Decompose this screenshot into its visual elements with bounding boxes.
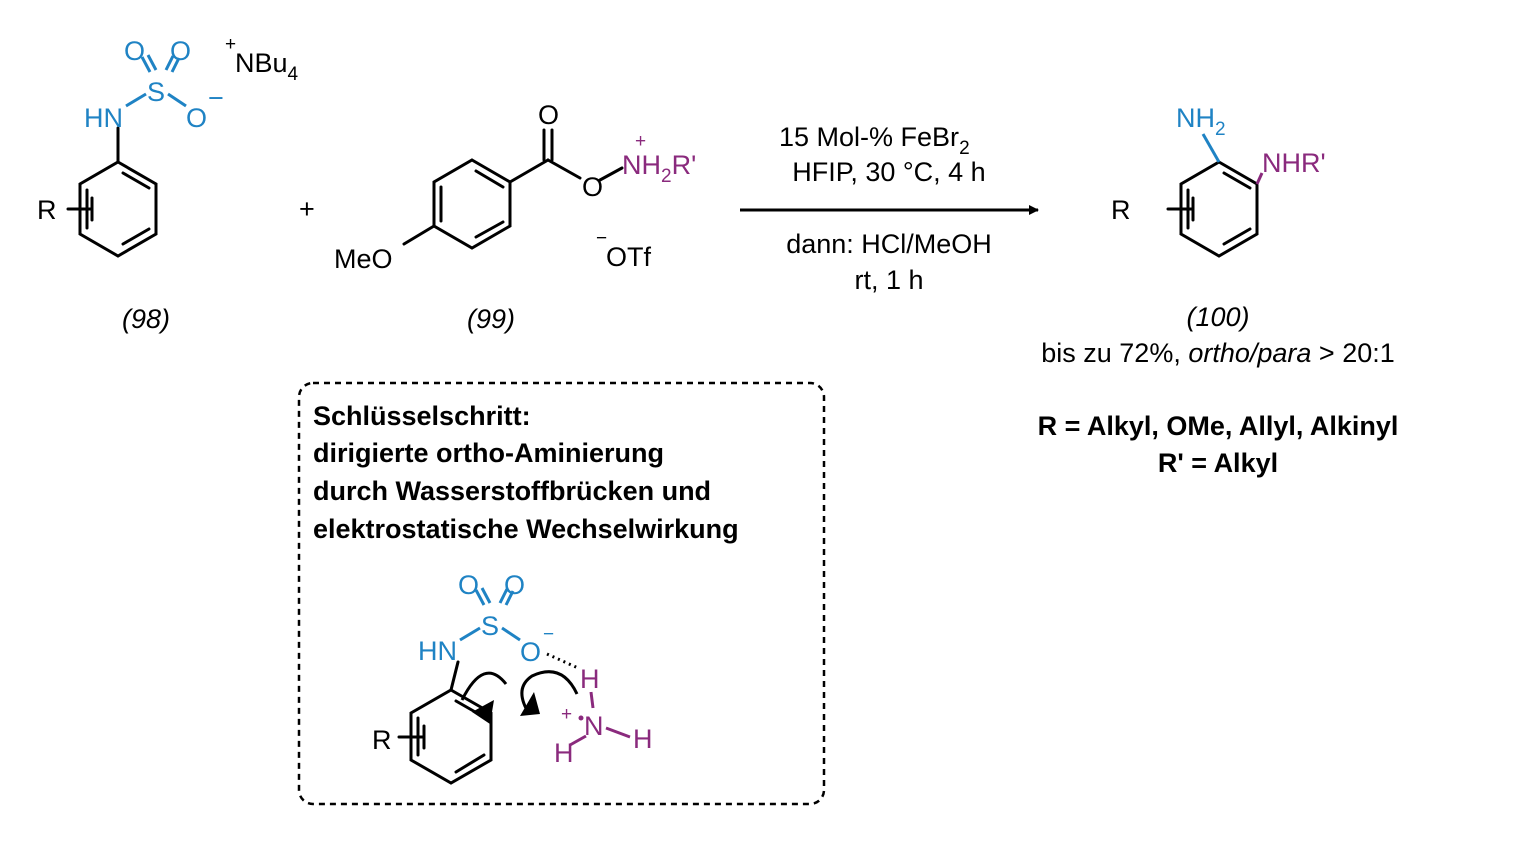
carbonyl-oxygen-99: O xyxy=(538,100,559,130)
oxygen-98-a: O xyxy=(124,36,145,66)
anion-minus-99: − xyxy=(596,228,607,249)
benzene-ring-99 xyxy=(432,158,512,250)
ester-oxygen-99: O xyxy=(582,172,603,202)
sulfur-98: S xyxy=(147,77,165,107)
ammonium-plus-99: + xyxy=(635,131,646,152)
catalyst-subscript: 2 xyxy=(959,138,970,159)
curved-arrow-2 xyxy=(520,670,579,713)
label-100: (100) xyxy=(1186,302,1249,332)
product-100: R NH2 NHR' (100) bis zu 72%, ortho/para … xyxy=(1038,103,1399,478)
methoxy-99: MeO xyxy=(334,244,393,274)
key-step-box: Schlüsselschritt: dirigierte ortho-Amini… xyxy=(297,381,826,806)
ammonium-99: NH2R' xyxy=(622,150,696,187)
nh-r-prime: R' xyxy=(672,150,697,180)
hn-box: HN xyxy=(418,636,457,666)
curved-arrow-1-head xyxy=(472,700,494,724)
curved-arrow-2-head xyxy=(520,692,540,716)
reactant-99: MeO O O + NH2R' − OTf (99) xyxy=(334,100,696,334)
h-top-box: H xyxy=(580,664,600,694)
conditions-line-2: HFIP, 30 °C, 4 h xyxy=(792,157,985,187)
conditions-line-1: 15 Mol-% FeBr2 xyxy=(779,122,970,159)
secondary-amine-100: NHR' xyxy=(1262,148,1326,178)
conditions-line-4: rt, 1 h xyxy=(854,265,923,295)
amino-100: NH2 xyxy=(1176,103,1226,140)
yield-line: bis zu 72%, ortho/para > 20:1 xyxy=(1041,338,1395,368)
nh-subscript: 2 xyxy=(661,166,672,187)
nh2-main: NH xyxy=(1176,103,1215,133)
oxygen-minus-98: − xyxy=(208,83,224,113)
catalyst: 15 Mol-% FeBr xyxy=(779,122,959,152)
benzene-ring-box xyxy=(397,688,493,785)
r-substituent-box: R xyxy=(372,725,392,755)
h-bottom-box: H xyxy=(554,738,574,768)
reactant-98: R HN S O O O − + NBu4 (98) xyxy=(37,34,299,334)
r-substituent-98: R xyxy=(37,195,57,225)
oxygen-box-a: O xyxy=(458,570,479,600)
label-99: (99) xyxy=(467,304,515,334)
oxygen-box-b: O xyxy=(504,570,525,600)
counter-cation-98: NBu4 xyxy=(235,48,299,85)
key-step-line-2: dirigierte ortho-Aminierung xyxy=(313,438,664,468)
oxygen-98-b: O xyxy=(170,36,191,66)
yield-prefix: bis zu 72%, xyxy=(1041,338,1188,368)
reaction-conditions: 15 Mol-% FeBr2 HFIP, 30 °C, 4 h dann: HC… xyxy=(740,122,1039,295)
yield-regioselectivity: ortho/para xyxy=(1188,338,1311,368)
benzene-ring-100 xyxy=(1166,160,1259,258)
conditions-line-3: dann: HCl/MeOH xyxy=(786,229,992,259)
radical-dot xyxy=(578,715,584,721)
yield-ratio: > 20:1 xyxy=(1311,338,1394,368)
h-right-box: H xyxy=(633,724,653,754)
key-step-border xyxy=(297,381,826,806)
key-step-line-4: elektrostatische Wechselwirkung xyxy=(313,514,739,544)
nh: NH xyxy=(622,150,661,180)
cation-plus-98: + xyxy=(225,34,236,55)
n-plus-box: + xyxy=(561,704,572,725)
key-step-line-3: durch Wasserstoffbrücken und xyxy=(313,476,711,506)
triflate-99: OTf xyxy=(606,242,651,272)
oxygen-box-c: O xyxy=(520,637,541,667)
oxygen-minus-box: − xyxy=(543,624,554,645)
r-substituent-100: R xyxy=(1111,195,1131,225)
plus-sign: + xyxy=(299,194,315,224)
scope-r: R = Alkyl, OMe, Allyl, Alkinyl xyxy=(1038,411,1399,441)
n-box: N xyxy=(584,711,604,741)
hn-98: HN xyxy=(84,103,123,133)
sulfur-box: S xyxy=(481,611,499,641)
nbu: NBu xyxy=(235,48,288,78)
curved-arrow-1 xyxy=(460,671,508,701)
benzene-ring-98 xyxy=(66,126,158,258)
hydrogen-bond xyxy=(546,652,579,670)
nh2-subscript: 2 xyxy=(1215,119,1226,140)
nbu-subscript: 4 xyxy=(288,64,299,85)
key-step-line-1: Schlüsselschritt: xyxy=(313,401,531,431)
scope-r-prime: R' = Alkyl xyxy=(1158,448,1278,478)
label-98: (98) xyxy=(122,304,170,334)
oxygen-98-c: O xyxy=(186,103,207,133)
